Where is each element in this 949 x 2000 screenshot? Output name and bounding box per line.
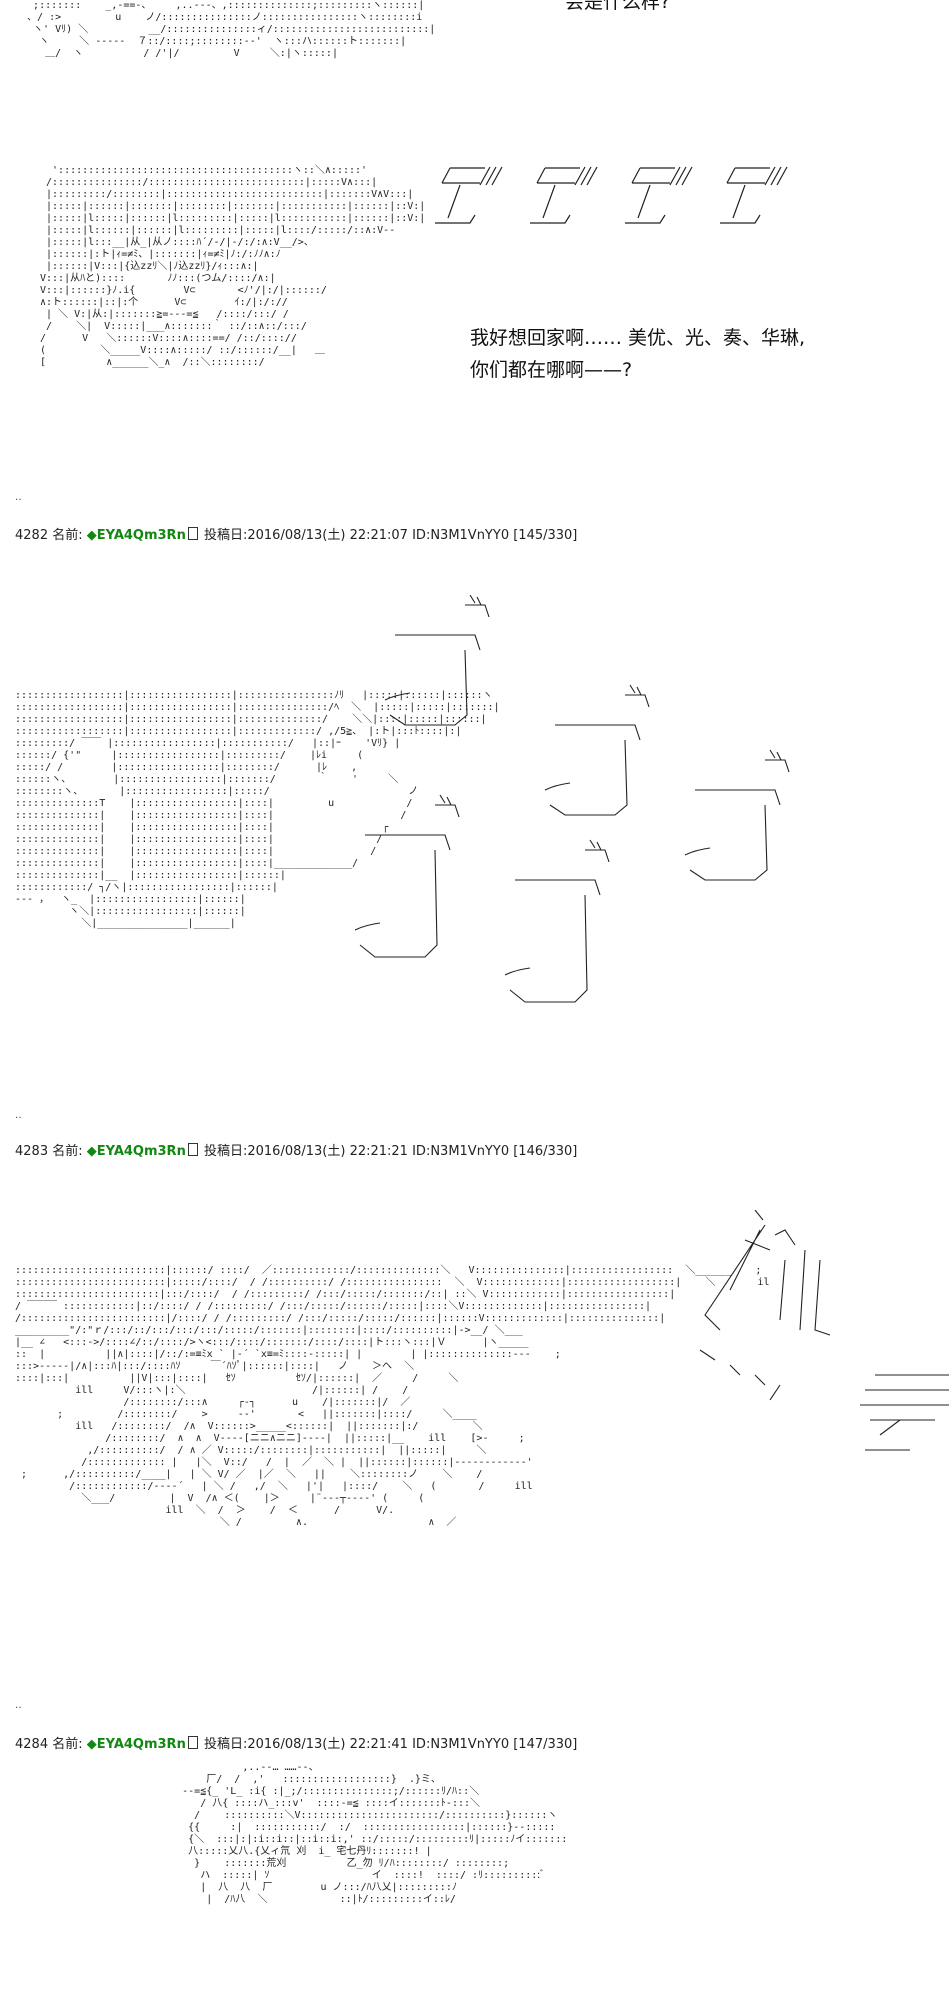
separator: ‥ bbox=[15, 492, 22, 503]
post-number: 4283 bbox=[15, 1144, 49, 1159]
post-header: 4282 名前: ◆EYA4Qm3Rn 投稿日:2016/08/13(土) 22… bbox=[15, 524, 577, 543]
sfx-lettering-2 bbox=[699, 1210, 949, 1451]
post-number: 4284 bbox=[15, 1737, 49, 1752]
separator: ‥ bbox=[15, 1700, 22, 1711]
sfx-lettering-1 bbox=[435, 166, 788, 224]
post-date-label: 投稿日: bbox=[203, 528, 248, 543]
post-date: 2016/08/13(土) 22:21:07 bbox=[247, 528, 408, 543]
post-id: ID:N3M1VnYY0 bbox=[412, 1144, 510, 1159]
post-date-label: 投稿日: bbox=[203, 1144, 248, 1159]
ascii-art-door-scene: ::::::::::::::::::|:::::::::::::::::|:::… bbox=[15, 690, 500, 929]
ascii-art-character-3: ,..-‐… ……‐-、 厂/ / ,' ::::::::::::::::::}… bbox=[182, 1762, 568, 1905]
ascii-art-character-2: :::::::::::::::::::::::::|::::::/ ::::/ … bbox=[15, 1265, 770, 1528]
post-id: ID:N3M1VnYY0 bbox=[412, 1737, 510, 1752]
post-date: 2016/08/13(土) 22:21:41 bbox=[247, 1737, 408, 1752]
post-number: 4282 bbox=[15, 528, 49, 543]
mail-icon bbox=[187, 1736, 198, 1749]
ascii-art-character-1: ':::::::::::::::::::::::::::::::::::::::… bbox=[40, 165, 426, 368]
post-date: 2016/08/13(土) 22:21:21 bbox=[247, 1144, 408, 1159]
dialogue-line-2: 你们都在哪啊——? bbox=[470, 359, 633, 381]
post-date-label: 投稿日: bbox=[203, 1737, 248, 1752]
ascii-art-top: ;::::::: _,-==-、 ,..-‐-、,::::::::::::::;… bbox=[27, 0, 436, 59]
post-author-name[interactable]: ◆EYA4Qm3Rn bbox=[86, 1144, 186, 1159]
post-name-label: 名前: bbox=[52, 1144, 83, 1159]
mail-icon bbox=[187, 527, 198, 540]
post-author-name[interactable]: ◆EYA4Qm3Rn bbox=[86, 1737, 186, 1752]
dialogue-line-1: 我好想回家啊…… 美优、光、奏、华琳, bbox=[470, 327, 806, 349]
post-author-name[interactable]: ◆EYA4Qm3Rn bbox=[86, 528, 186, 543]
separator: ‥ bbox=[15, 1110, 22, 1121]
mail-icon bbox=[187, 1143, 198, 1156]
post-name-label: 名前: bbox=[52, 528, 83, 543]
post-count: [145/330] bbox=[513, 528, 578, 543]
post-header: 4283 名前: ◆EYA4Qm3Rn 投稿日:2016/08/13(土) 22… bbox=[15, 1140, 577, 1159]
post-count: [147/330] bbox=[513, 1737, 578, 1752]
post-header: 4284 名前: ◆EYA4Qm3Rn 投稿日:2016/08/13(土) 22… bbox=[15, 1733, 577, 1752]
post-id: ID:N3M1VnYY0 bbox=[412, 528, 510, 543]
sfx-gogogo bbox=[355, 595, 790, 1003]
post-name-label: 名前: bbox=[52, 1737, 83, 1752]
post-count: [146/330] bbox=[513, 1144, 578, 1159]
top-caption: 会是什么样? bbox=[565, 0, 671, 13]
